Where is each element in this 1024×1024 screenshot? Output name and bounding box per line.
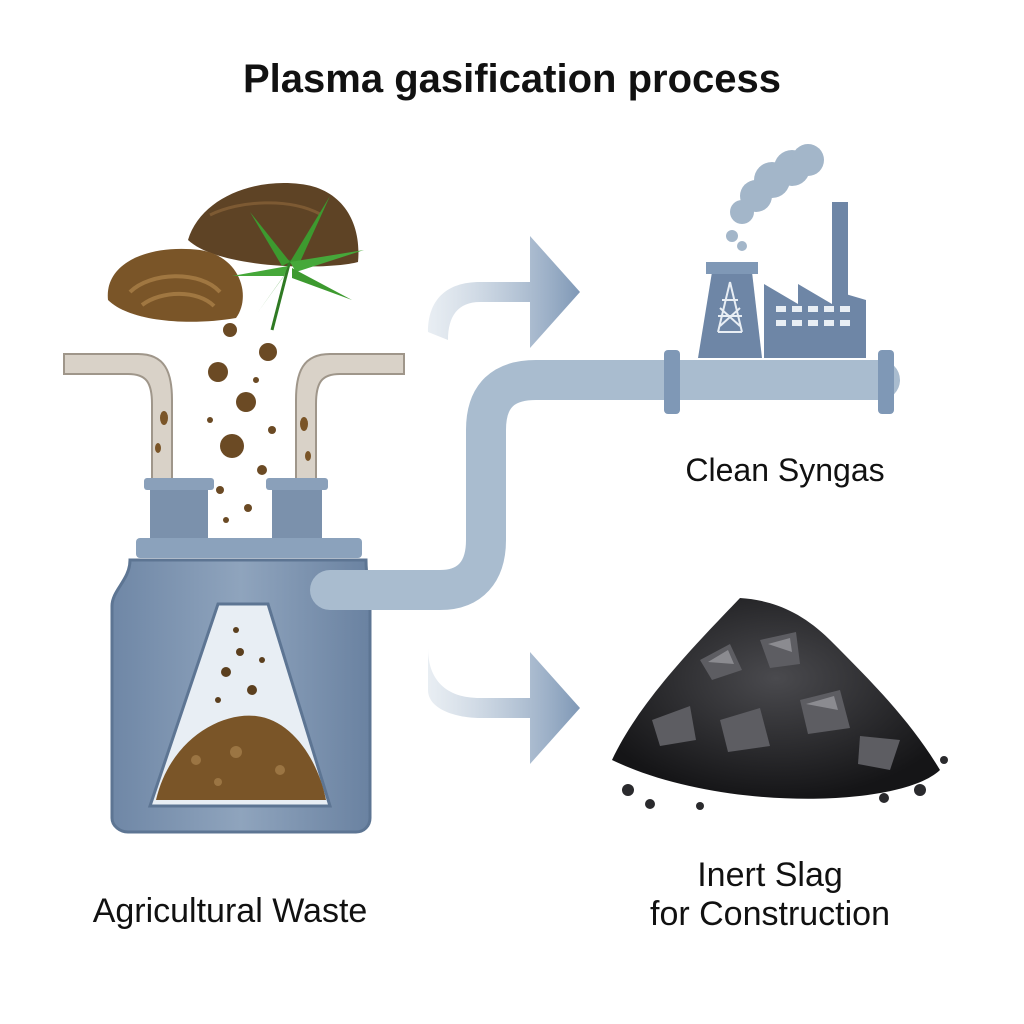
slag-label-line-2: for Construction [650, 895, 890, 934]
slag-pile [612, 598, 948, 810]
smoke-cloud [726, 144, 824, 251]
tank-inlet-right [272, 484, 322, 538]
slag-label-line-1: Inert Slag [697, 856, 843, 894]
falling-waste-particles [207, 323, 277, 523]
waste-label: Agricultural Waste [92, 892, 368, 930]
agricultural-waste-pile [107, 183, 359, 322]
diagram-title: Plasma gasification process [242, 57, 781, 101]
hopper-pipes [63, 353, 405, 481]
factory-icon [698, 202, 866, 358]
slag-label: Inert Slag for Construction [600, 856, 940, 934]
syngas-pipe [310, 350, 900, 610]
gasifier-tank [110, 538, 372, 834]
syngas-label: Clean Syngas [685, 452, 885, 488]
leaf-icon [232, 196, 364, 331]
tank-inlet-left [150, 484, 208, 538]
flow-arrow-to-slag [428, 648, 580, 764]
flow-arrow-to-syngas [428, 236, 580, 348]
